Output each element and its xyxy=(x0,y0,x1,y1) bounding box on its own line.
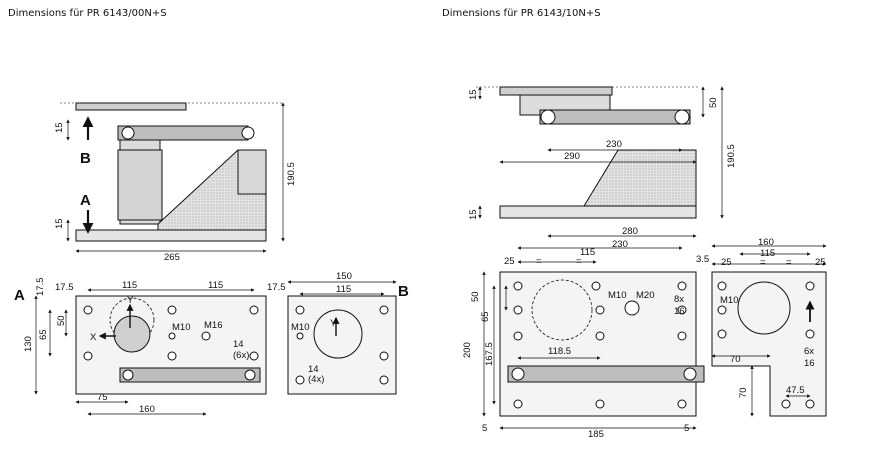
dim-65: 65 xyxy=(38,329,49,340)
dim-15-bottom: 15 xyxy=(54,218,65,229)
dim-115-b: 115 xyxy=(208,280,223,291)
left-side-view xyxy=(60,102,285,253)
rs-dim-115: 115 xyxy=(760,248,775,259)
left-small-view xyxy=(287,280,397,395)
plan-letter-a: A xyxy=(14,287,25,304)
rs-dim-47-5: 47.5 xyxy=(786,385,805,396)
r-plan-hole-count: 8x xyxy=(674,294,684,305)
thread-m16: M16 xyxy=(204,320,222,331)
hole-count: (6x) xyxy=(233,350,249,361)
dim-115-a: 115 xyxy=(122,280,137,291)
dim-17-5-top-left: 17.5 xyxy=(55,282,74,293)
rs-thread-m10: M10 xyxy=(720,295,738,306)
r-plan-eq-a: = xyxy=(536,256,542,267)
r-plan-dim-185: 185 xyxy=(588,429,604,440)
dim-17-5-top-right: 17.5 xyxy=(267,282,286,293)
hole-size: 14 xyxy=(233,339,244,350)
rs-hole-size: 16 xyxy=(804,358,815,369)
view-letter-b: B xyxy=(80,150,91,167)
dim-265: 265 xyxy=(164,252,180,263)
right-plan-view xyxy=(482,246,705,430)
r-plan-dim-200: 200 xyxy=(462,342,473,358)
axis-y: Y xyxy=(127,295,134,306)
rs-dim-160: 160 xyxy=(758,237,774,248)
r-dim-50: 50 xyxy=(708,97,719,108)
r-plan-thread-m20: M20 xyxy=(636,290,654,301)
rs-eq-a: = xyxy=(760,257,766,268)
left-plan-labels: A 17.5 17.5 17.5 115 115 50 65 130 75 16… xyxy=(14,278,286,416)
view-letter-a: A xyxy=(80,192,91,209)
r-dim-15-bottom: 15 xyxy=(468,209,479,220)
r-dim-190-5: 190.5 xyxy=(726,144,737,168)
dim-17-5-left: 17.5 xyxy=(35,278,46,297)
dim-130: 130 xyxy=(23,336,34,352)
r-plan-dim-118-5: 118.5 xyxy=(548,346,571,357)
thread-m10-small: M10 xyxy=(291,322,309,333)
r-dim-290: 290 xyxy=(564,151,580,162)
rs-dim-70-horizontal: 70 xyxy=(730,354,741,365)
dim-75: 75 xyxy=(97,392,108,403)
rs-eq-b: = xyxy=(786,257,792,268)
r-dim-280: 280 xyxy=(622,226,638,237)
right-small-labels: 160 115 3.5 25 25 = = M10 70 70 47.5 6x … xyxy=(696,237,826,398)
r-plan-dim-65: 65 xyxy=(480,311,491,322)
r-plan-dim-230: 230 xyxy=(612,239,628,250)
r-dim-15-top: 15 xyxy=(468,89,479,100)
r-plan-dim-115: 115 xyxy=(580,247,595,258)
rs-dim-25-left: 25 xyxy=(721,257,732,268)
axis-y-small: Y xyxy=(330,318,337,329)
r-plan-dim-50: 50 xyxy=(470,291,481,302)
rs-hole-count: 6x xyxy=(804,346,814,357)
hole-size-small: 14 xyxy=(308,364,319,375)
dim-190-5: 190.5 xyxy=(286,162,297,186)
rs-dim-25-right: 25 xyxy=(815,257,826,268)
left-small-labels: B 150 115 M10 Y 14 (4x) xyxy=(291,271,409,385)
thread-m10: M10 xyxy=(172,322,190,333)
r-plan-thread-m10: M10 xyxy=(608,290,626,301)
right-small-view xyxy=(711,244,827,417)
axis-x: X xyxy=(90,332,97,343)
dim-15-top: 15 xyxy=(54,122,65,133)
heading-right: Dimensions für PR 6143/10N+S xyxy=(442,8,601,19)
right-plan-labels: 115 230 25 = = 50 65 200 167.5 118.5 185… xyxy=(462,239,689,440)
right-side-view xyxy=(476,86,724,238)
small-letter-b: B xyxy=(398,283,409,300)
right-side-labels: 15 50 230 290 190.5 15 280 xyxy=(468,89,737,237)
dim-50: 50 xyxy=(56,315,67,326)
left-plan-view xyxy=(34,288,267,416)
r-plan-dim-167-5: 167.5 xyxy=(484,342,495,366)
r-plan-hole-size: 16 xyxy=(674,306,685,317)
r-plan-eq-b: = xyxy=(576,256,582,267)
r-plan-dim-5-left: 5 xyxy=(482,423,487,434)
heading-left: Dimensions für PR 6143/00N+S xyxy=(8,8,167,19)
dim-160: 160 xyxy=(139,404,155,415)
r-plan-dim-25: 25 xyxy=(504,256,515,267)
r-plan-dim-5-right: 5 xyxy=(684,423,689,434)
hole-count-small: (4x) xyxy=(308,374,324,385)
dim-150: 150 xyxy=(336,271,352,282)
r-dim-230: 230 xyxy=(606,139,622,150)
rs-dim-3-5: 3.5 xyxy=(696,254,709,265)
left-side-labels: 15 15 190.5 265 B A xyxy=(54,122,297,263)
rs-dim-70-vertical: 70 xyxy=(738,387,749,398)
dim-115-small: 115 xyxy=(336,284,351,295)
